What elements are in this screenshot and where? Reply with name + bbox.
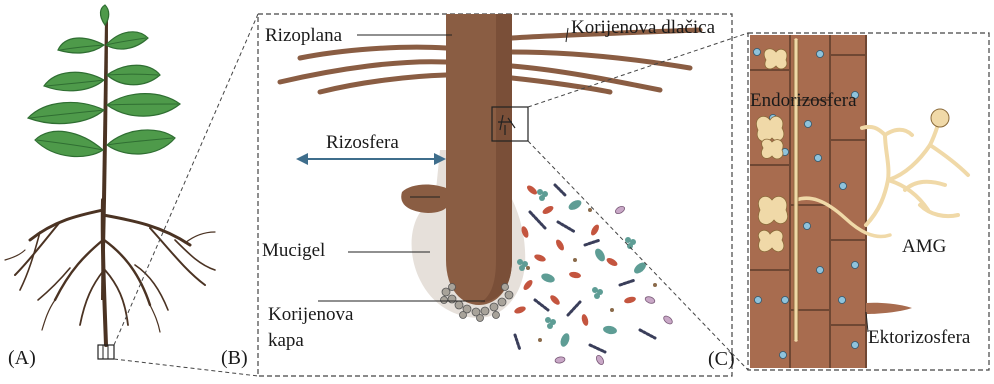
- mucigel-label: Mucigel: [262, 241, 325, 260]
- panel-c-label: (C): [708, 349, 735, 369]
- korijenova-kapa-label-line1: Korijenova: [268, 305, 353, 324]
- amg-label: AMG: [902, 237, 946, 256]
- root-cells-illustration: [750, 35, 968, 368]
- rizosfera-label: Rizosfera: [326, 133, 399, 152]
- microbe-cluster: [513, 184, 673, 366]
- korijenova-kapa-label-line2: kapa: [268, 331, 304, 350]
- panel-b-label: (B): [221, 348, 248, 368]
- plant-illustration: [5, 5, 215, 359]
- panel-a-label: (A): [8, 348, 36, 368]
- korijenova-dlacica-label: Korijenova dlačica: [571, 18, 715, 37]
- ektorizosfera-label: Ektorizosfera: [868, 328, 970, 347]
- rizoplana-label: Rizoplana: [265, 26, 342, 45]
- endorizosfera-label: Endorizosfera: [750, 91, 857, 110]
- rizosfera-arrow: [296, 153, 446, 165]
